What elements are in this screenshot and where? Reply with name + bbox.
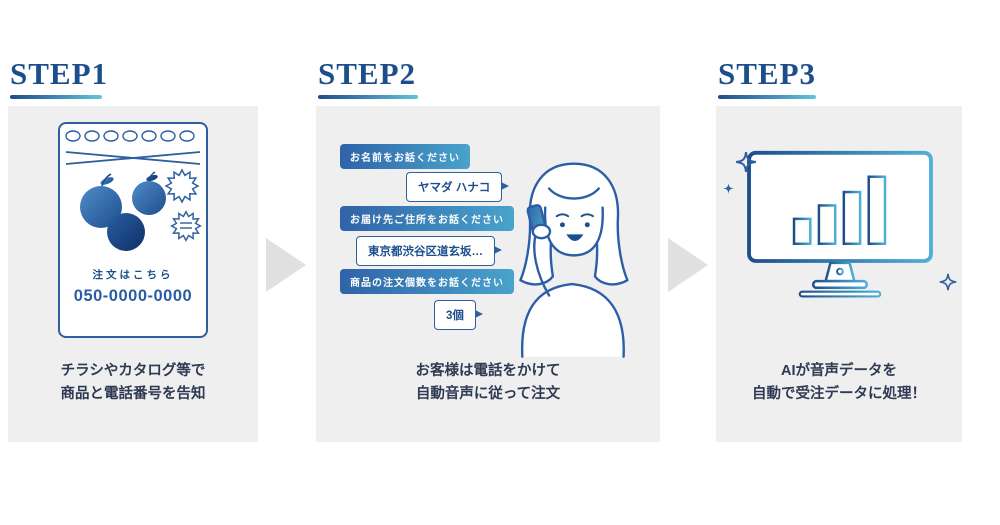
flyer-phone-number: 050-0000-0000: [73, 287, 193, 305]
voice-prompt-text: お名前をお話ください: [350, 153, 460, 164]
step1-panel: 注文はこちら 050-0000-0000 チラシやカタログ等で 商品と電話番号を…: [8, 106, 258, 442]
step2-caption-line2: 自動音声に従って注文: [415, 386, 561, 402]
step3-title: STEP3: [718, 56, 817, 91]
voice-prompt-text: 商品の注文個数をお話ください: [350, 278, 504, 289]
step3-caption: AIが音声データを 自動で受注データに処理！: [716, 360, 962, 406]
customer-reply-text: 3個: [446, 310, 464, 322]
step1-caption-line1: チラシやカタログ等で: [60, 363, 206, 379]
step2-caption: お客様は電話をかけて 自動音声に従って注文: [316, 360, 660, 406]
customer-reply-bubble: 東京都渋谷区道玄坂…: [356, 236, 502, 266]
flyer-illustration: 注文はこちら 050-0000-0000: [58, 122, 208, 338]
voice-prompt-text: お届け先ご住所をお話ください: [350, 215, 504, 226]
flyer-order-label: 注文はこちら: [92, 269, 174, 281]
voice-prompt-bubble: 商品の注文個数をお話ください: [340, 269, 514, 294]
step2-title: STEP2: [318, 56, 417, 91]
step3-caption-line2: 自動で受注データに処理！: [752, 386, 926, 402]
monitor-illustration: [747, 150, 933, 298]
step1-caption-line2: 商品と電話番号を告知: [60, 386, 206, 402]
sparkle-icon: [736, 152, 756, 172]
customer-reply-text: 東京都渋谷区道玄坂…: [368, 246, 483, 258]
step2-caption-line1: お客様は電話をかけて: [415, 363, 561, 379]
step3-panel: AIが音声データを 自動で受注データに処理！: [716, 106, 962, 442]
step2-title-underline: [318, 95, 418, 99]
voice-prompt-bubble: お届け先ご住所をお話ください: [340, 206, 514, 231]
step-arrow-icon: [668, 238, 708, 292]
bar-chart-icon: [792, 175, 887, 246]
step-arrow-icon: [266, 238, 306, 292]
step3-caption-line1: AIが音声データを: [781, 363, 897, 379]
customer-reply-text: ヤマダ ハナコ: [418, 182, 491, 194]
step2-panel: お名前をお話ください ヤマダ ハナコ お届け先ご住所をお話ください 東京都渋谷区…: [316, 106, 660, 442]
flyer-art: [65, 130, 202, 251]
sparkle-icon: [939, 273, 957, 291]
customer-reply-bubble: 3個: [434, 300, 483, 330]
step1-title: STEP1: [10, 56, 109, 91]
step1-caption: チラシやカタログ等で 商品と電話番号を告知: [8, 360, 258, 406]
step1-title-underline: [10, 95, 102, 99]
step3-title-underline: [718, 95, 816, 99]
customer-reply-bubble: ヤマダ ハナコ: [406, 172, 510, 202]
sparkle-icon: [723, 183, 734, 194]
customer-illustration: [519, 162, 629, 358]
voice-prompt-bubble: お名前をお話ください: [340, 144, 470, 169]
